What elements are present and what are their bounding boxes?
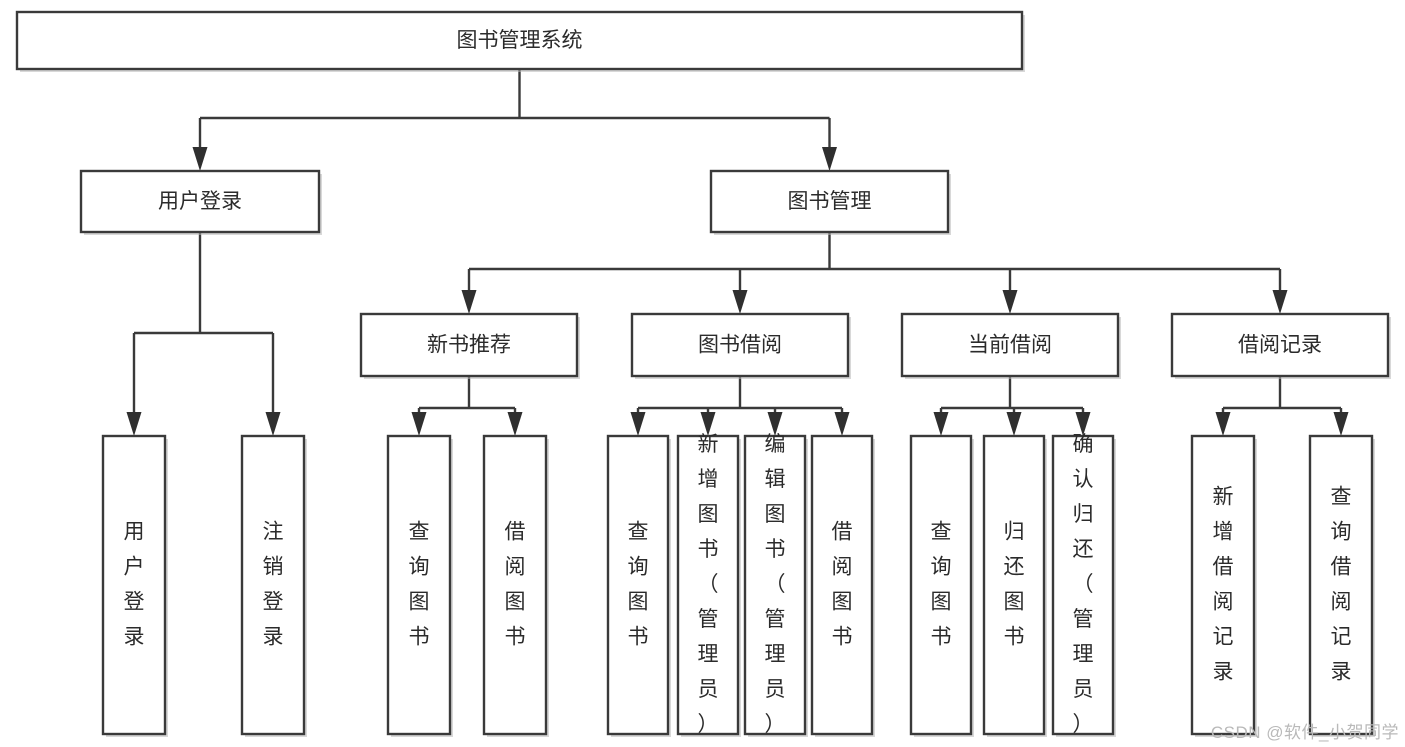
- node-rect[interactable]: [1170, 312, 1390, 378]
- connector-group-current-borrow: [933, 376, 1091, 436]
- node-new-book-rec[interactable]: 新书推荐: [359, 312, 580, 379]
- node-rect[interactable]: [79, 169, 321, 234]
- arrow-head-icon: [192, 147, 208, 171]
- node-rect[interactable]: [606, 434, 670, 736]
- node-label: 用户登录: [124, 520, 145, 648]
- node-rect[interactable]: [1308, 434, 1374, 736]
- node-label: 查询借阅记录: [1331, 485, 1352, 683]
- node-leaf-user-login[interactable]: 用户登录: [101, 434, 168, 737]
- arrow-head-icon: [265, 412, 281, 436]
- node-label: 归还图书: [1004, 520, 1025, 648]
- node-label: 注销登录: [263, 520, 284, 648]
- arrow-head-icon: [411, 412, 427, 436]
- connector-group-book-manage: [461, 232, 1288, 314]
- node-leaf-add-record[interactable]: 新增借阅记录: [1190, 434, 1257, 737]
- node-leaf-edit-book[interactable]: 编辑图书（管理员）: [743, 433, 808, 737]
- arrow-head-icon: [630, 412, 646, 436]
- node-leaf-confirm-return[interactable]: 确认归还（管理员）: [1051, 433, 1116, 737]
- arrow-head-icon: [767, 412, 783, 436]
- node-label: 图书管理系统: [457, 29, 583, 52]
- node-book-borrow[interactable]: 图书借阅: [630, 312, 851, 379]
- arrow-head-icon: [126, 412, 142, 436]
- node-label: 确认归还（管理员）: [1073, 433, 1094, 736]
- node-rect[interactable]: [101, 434, 167, 736]
- node-rect[interactable]: [15, 10, 1024, 71]
- arrow-head-icon: [834, 412, 850, 436]
- node-leaf-logout[interactable]: 注销登录: [240, 434, 307, 737]
- connector-group-book-borrow: [630, 376, 850, 436]
- arrow-head-icon: [933, 412, 949, 436]
- node-leaf-query-book-2[interactable]: 查询图书: [606, 434, 671, 737]
- connector-group-new-book-rec: [411, 376, 523, 436]
- node-leaf-borrow-book-2[interactable]: 借阅图书: [810, 434, 875, 737]
- node-leaf-return-book[interactable]: 归还图书: [982, 434, 1047, 737]
- arrow-head-icon: [1002, 290, 1018, 314]
- node-label: 新增图书（管理员）: [698, 433, 719, 736]
- node-rect[interactable]: [810, 434, 874, 736]
- node-label: 借阅图书: [832, 520, 853, 648]
- node-rect[interactable]: [1051, 434, 1115, 736]
- node-rect[interactable]: [900, 312, 1120, 378]
- node-label: 新书推荐: [427, 334, 511, 357]
- node-rect[interactable]: [743, 434, 807, 736]
- node-rect[interactable]: [909, 434, 973, 736]
- arrow-head-icon: [1215, 412, 1231, 436]
- node-current-borrow[interactable]: 当前借阅: [900, 312, 1121, 379]
- nodes-layer: 图书管理系统用户登录图书管理新书推荐图书借阅当前借阅借阅记录用户登录注销登录查询…: [15, 10, 1391, 737]
- node-borrow-record[interactable]: 借阅记录: [1170, 312, 1391, 379]
- node-book-manage[interactable]: 图书管理: [709, 169, 951, 235]
- node-label: 查询图书: [628, 520, 649, 648]
- node-label: 用户登录: [158, 190, 242, 213]
- node-rect[interactable]: [630, 312, 850, 378]
- arrow-head-icon: [507, 412, 523, 436]
- node-rect[interactable]: [1190, 434, 1256, 736]
- node-leaf-borrow-book-1[interactable]: 借阅图书: [482, 434, 549, 737]
- node-rect[interactable]: [359, 312, 579, 378]
- node-rect[interactable]: [240, 434, 306, 736]
- node-root[interactable]: 图书管理系统: [15, 10, 1025, 72]
- arrow-head-icon: [700, 412, 716, 436]
- node-leaf-query-book-3[interactable]: 查询图书: [909, 434, 974, 737]
- node-label: 借阅图书: [505, 520, 526, 648]
- connector-group-borrow-record: [1215, 376, 1349, 436]
- node-label: 编辑图书（管理员）: [765, 433, 786, 736]
- arrow-head-icon: [822, 147, 837, 171]
- node-label: 查询图书: [931, 520, 952, 648]
- node-label: 新增借阅记录: [1213, 485, 1234, 683]
- node-label: 图书管理: [788, 190, 872, 213]
- node-leaf-query-record[interactable]: 查询借阅记录: [1308, 434, 1375, 737]
- arrow-head-icon: [1006, 412, 1022, 436]
- arrow-head-icon: [1272, 290, 1288, 314]
- node-rect[interactable]: [482, 434, 548, 736]
- node-leaf-query-book-1[interactable]: 查询图书: [386, 434, 453, 737]
- arrow-head-icon: [1333, 412, 1349, 436]
- node-leaf-add-book[interactable]: 新增图书（管理员）: [676, 433, 741, 737]
- arrow-head-icon: [732, 290, 748, 314]
- node-user-login[interactable]: 用户登录: [79, 169, 322, 235]
- node-rect[interactable]: [386, 434, 452, 736]
- node-label: 借阅记录: [1238, 334, 1322, 357]
- connector-group-root: [192, 69, 837, 171]
- node-label: 图书借阅: [698, 334, 782, 357]
- arrow-head-icon: [461, 290, 477, 314]
- node-rect[interactable]: [676, 434, 740, 736]
- node-rect[interactable]: [709, 169, 950, 234]
- node-label: 查询图书: [409, 520, 430, 648]
- arrow-head-icon: [1075, 412, 1091, 436]
- node-rect[interactable]: [982, 434, 1046, 736]
- node-label: 当前借阅: [968, 334, 1052, 357]
- connector-group-user-login: [126, 232, 281, 436]
- connectors-layer: [126, 69, 1349, 436]
